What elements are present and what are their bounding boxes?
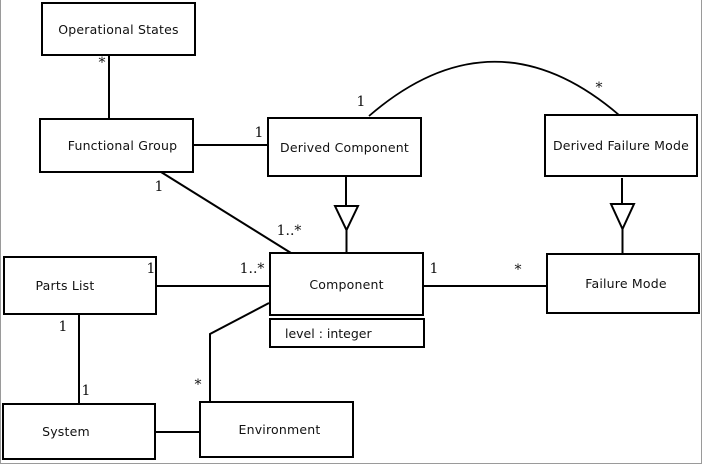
class-box-parts-list: Parts List [3,256,157,315]
attribute-level-integer: level : integer [285,325,372,341]
multiplicity-component-pl-end: 1..* [239,261,265,277]
class-box-functional-group: Functional Group [39,118,194,173]
class-box-derived-component: Derived Component [267,117,422,177]
hollow-triangle-arrowhead-icon [609,203,636,232]
multiplicity-parts-list-end: 1 [146,261,156,277]
multiplicity-failure-mode-end: * [514,262,522,278]
multiplicity-derived-component-fg-end: 1 [254,125,264,141]
class-name-component: Component [309,276,384,292]
edge-derived-component-derived-failure-mode [368,60,620,117]
class-name-failure-mode: Failure Mode [585,276,667,291]
class-name-system: System [42,424,90,439]
class-name-derived-component: Derived Component [280,139,409,155]
multiplicity-component-fm-end: 1 [429,261,439,277]
edge-environment-component [209,302,270,401]
multiplicity-derived-failure-mode-arc-end: * [595,80,603,96]
multiplicity-derived-component-arc-end: 1 [356,94,366,110]
class-name-parts-list: Parts List [35,278,95,293]
hollow-triangle-arrowhead-icon [333,205,360,233]
class-name-functional-group: Functional Group [67,138,178,153]
multiplicity-parts-list-system-end: 1 [58,319,68,335]
multiplicity-operational-states-end: * [98,55,106,71]
class-name-environment: Environment [238,422,321,437]
class-box-environment: Environment [199,401,354,458]
class-attributes-component: level : integer [269,318,425,348]
multiplicity-functional-group-end: 1 [154,179,164,195]
multiplicity-environment-end: * [194,377,202,393]
class-box-operational-states: Operational States [41,2,196,56]
class-box-derived-failure-mode: Derived Failure Mode [544,114,698,177]
class-name-operational-states: Operational States [58,21,179,37]
class-box-component: Component [269,252,424,316]
class-name-derived-failure-mode: Derived Failure Mode [552,138,690,153]
multiplicity-component-fg-end: 1..* [276,223,302,239]
edge-functional-group-component [160,171,292,254]
class-box-system: System [2,403,156,460]
class-box-failure-mode: Failure Mode [546,253,700,314]
multiplicity-system-end: 1 [81,383,91,399]
